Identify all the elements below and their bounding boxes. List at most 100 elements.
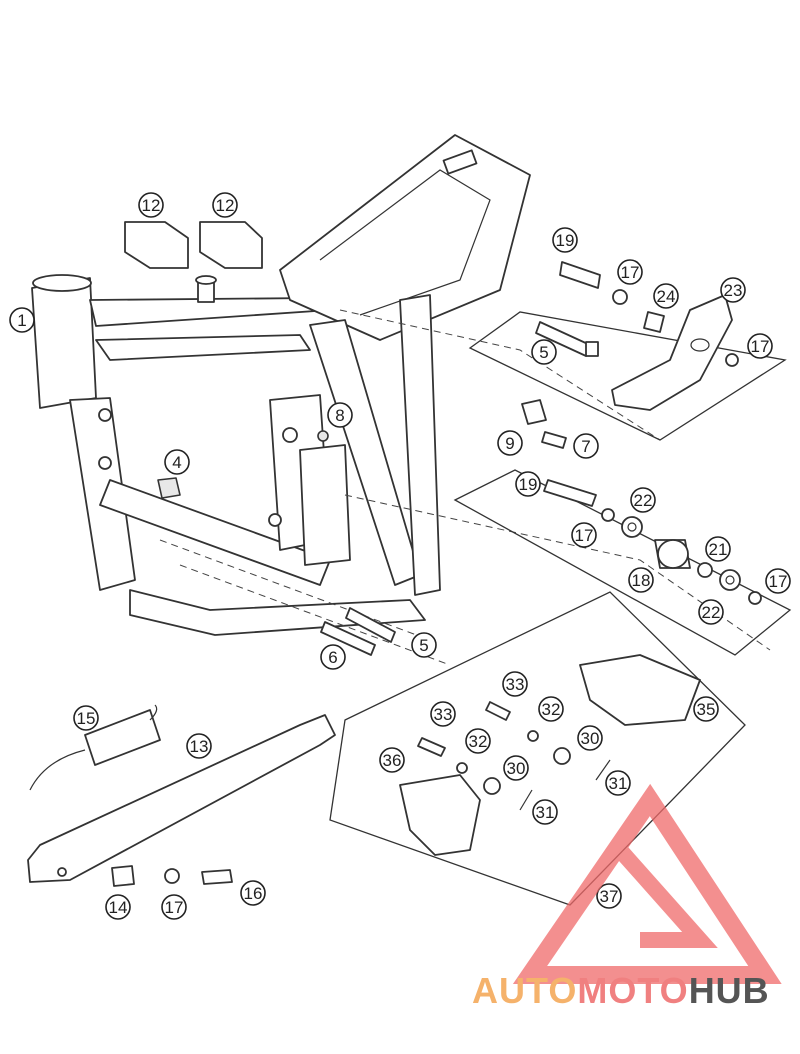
svg-text:15: 15	[77, 709, 96, 728]
bolt-part-16	[201, 869, 233, 885]
callout: 16	[240, 880, 266, 906]
subframe-slot	[442, 149, 478, 175]
callout: 19	[552, 227, 578, 253]
callout: 7	[573, 433, 599, 459]
svg-text:4: 4	[172, 453, 181, 472]
callout: 35	[693, 696, 719, 722]
washer-part-30-upper	[553, 747, 571, 765]
footrest-part-35	[579, 654, 701, 726]
svg-text:31: 31	[536, 803, 555, 822]
callout: 32	[465, 728, 491, 754]
bolt-part-19-lower	[543, 479, 597, 507]
spring-part-32-upper	[527, 730, 539, 742]
bushing-part-14	[111, 865, 135, 887]
callout: 21	[705, 536, 731, 562]
callout: 6	[320, 644, 346, 670]
svg-text:32: 32	[542, 700, 561, 719]
callout: 31	[532, 799, 558, 825]
svg-text:17: 17	[165, 898, 184, 917]
callout: 24	[653, 283, 679, 309]
callout: 33	[430, 701, 456, 727]
washer-part-17-lower	[601, 508, 615, 522]
watermark-logo	[512, 783, 782, 984]
callout: 19	[515, 471, 541, 497]
callout: 4	[164, 449, 190, 475]
callout: 36	[379, 747, 405, 773]
washer-part-17-upper	[612, 289, 628, 305]
callout: 5	[531, 339, 557, 365]
washer-part-17-pedal	[725, 353, 739, 367]
svg-text:22: 22	[634, 491, 653, 510]
svg-text:22: 22	[702, 603, 721, 622]
side-stand-assembly	[27, 704, 336, 887]
svg-text:36: 36	[383, 751, 402, 770]
pivot-plate-right	[299, 444, 351, 566]
pivot-bolt-hole	[282, 427, 298, 443]
svg-text:35: 35	[697, 700, 716, 719]
brake-pedal-parts	[535, 261, 739, 411]
svg-text:12: 12	[142, 196, 161, 215]
svg-text:5: 5	[419, 636, 428, 655]
bushing-part-24	[643, 311, 665, 333]
pin-part-33-lower	[417, 737, 446, 757]
svg-text:17: 17	[575, 526, 594, 545]
callout: 18	[628, 567, 654, 593]
frame-upper-brace	[95, 334, 311, 361]
svg-text:14: 14	[109, 898, 128, 917]
steering-head-tube	[31, 277, 97, 409]
steering-head-top	[32, 274, 92, 292]
svg-text:33: 33	[434, 705, 453, 724]
mount-hole-b	[98, 456, 112, 470]
washer-part-17-stand	[164, 868, 180, 884]
svg-text:7: 7	[581, 437, 590, 456]
svg-text:31: 31	[609, 774, 628, 793]
washer-part-8	[317, 430, 329, 442]
rubber-pads	[124, 221, 263, 269]
screw-part-7	[541, 431, 567, 449]
bushing-part-22-upper	[621, 516, 643, 538]
svg-text:30: 30	[507, 759, 526, 778]
clip-part-9	[521, 399, 547, 425]
washer-part-30-lower	[483, 777, 501, 795]
svg-text:30: 30	[581, 729, 600, 748]
callout: 17	[765, 568, 791, 594]
watermark-text: AUTOMOTOHUB	[472, 970, 770, 1011]
rubber-pad-left	[124, 221, 189, 269]
cotter-pin-part-31-lower	[519, 789, 533, 811]
callout: 33	[502, 671, 528, 697]
svg-text:19: 19	[519, 475, 538, 494]
svg-text:37: 37	[600, 887, 619, 906]
footrest-pivot-box	[453, 469, 792, 656]
svg-text:6: 6	[328, 648, 337, 667]
svg-text:33: 33	[506, 675, 525, 694]
frame-lower-rail	[99, 479, 331, 586]
callout: 30	[503, 755, 529, 781]
washer-part-17-end	[748, 591, 762, 605]
svg-text:32: 32	[469, 732, 488, 751]
svg-text:23: 23	[724, 281, 743, 300]
svg-text:17: 17	[769, 572, 788, 591]
pin-part-33-upper	[485, 701, 511, 721]
callout: 12	[138, 192, 164, 218]
brake-pedal-part-23	[611, 294, 733, 411]
side-stand-part-13	[27, 714, 336, 883]
bolt-part-6	[320, 621, 376, 656]
frame-down-tube	[69, 397, 136, 591]
subframe-inner	[319, 169, 491, 316]
callout: 14	[105, 894, 131, 920]
svg-text:24: 24	[657, 287, 676, 306]
callout: 17	[571, 522, 597, 548]
frame-cradle	[129, 589, 426, 636]
bolt-part-5-lower	[345, 607, 396, 643]
mount-hole-a	[98, 408, 112, 422]
callout-group: 1 12 12 4 8 19 17 24 23 5 17 9 7 19 22 1…	[9, 192, 791, 920]
spring-part-32-lower	[456, 762, 468, 774]
svg-text:19: 19	[556, 231, 575, 250]
svg-text:16: 16	[244, 884, 263, 903]
svg-text:21: 21	[709, 540, 728, 559]
spring-part-15	[84, 709, 161, 766]
callout: 15	[73, 705, 99, 731]
svg-text:18: 18	[632, 571, 651, 590]
svg-text:9: 9	[505, 434, 514, 453]
